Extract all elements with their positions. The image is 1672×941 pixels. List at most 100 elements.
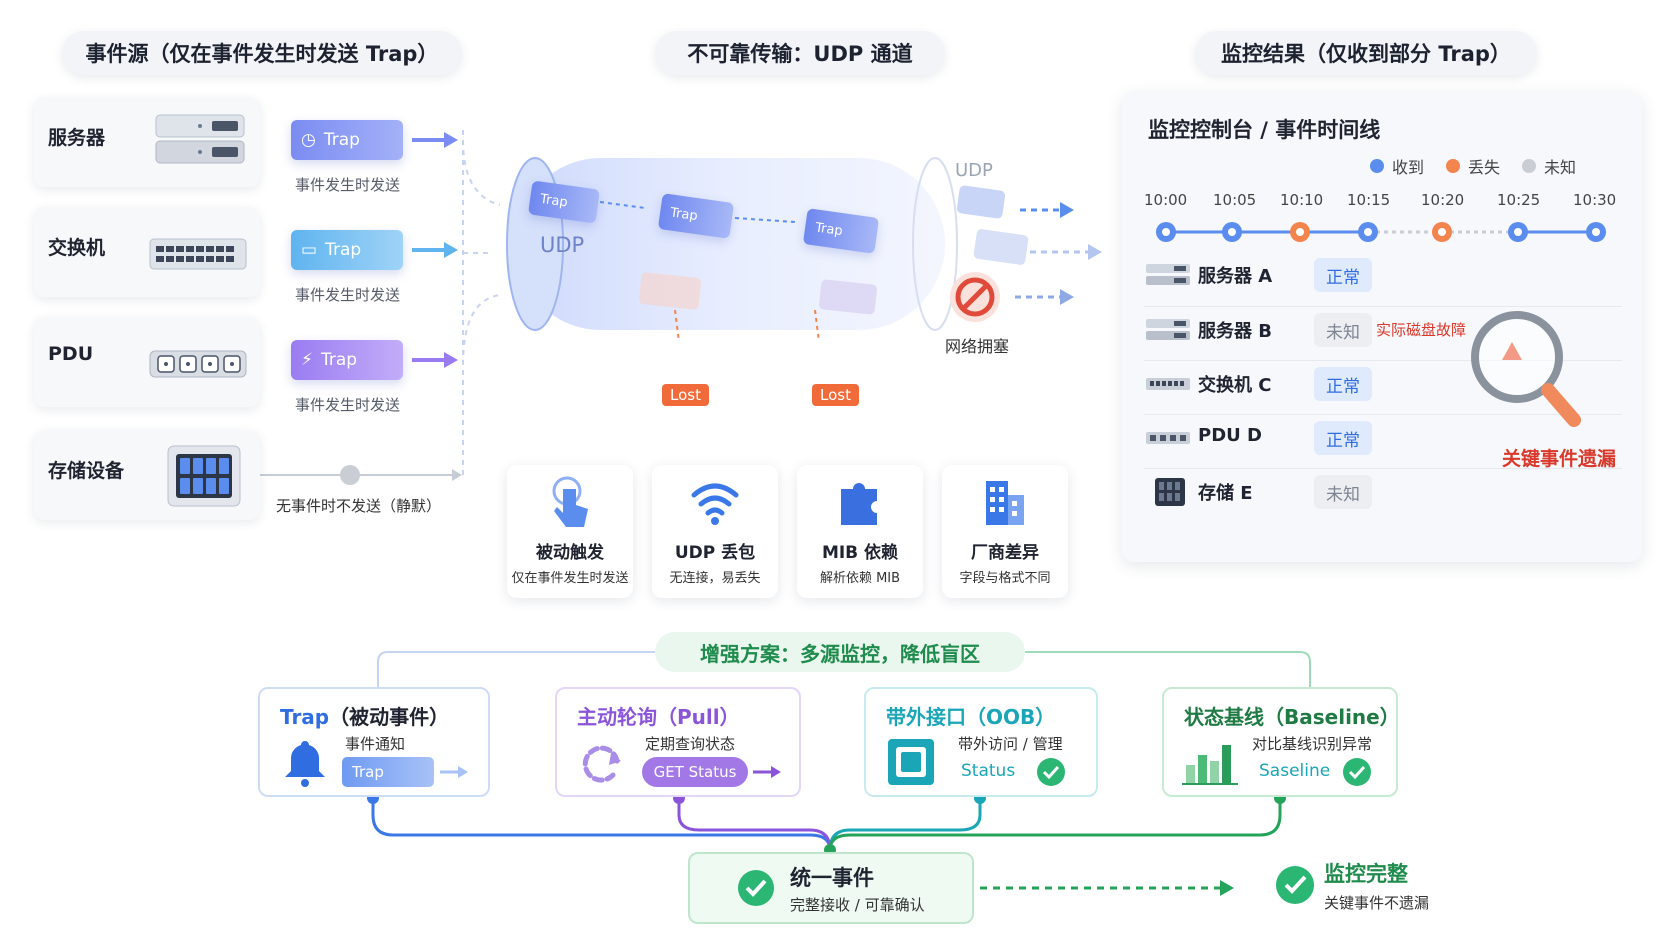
header-transport: 不可靠传输：UDP 通道: [655, 31, 945, 75]
feature-card-passive: 被动触发 仅在事件发生时发送: [507, 465, 633, 598]
trap-chip-server: ◷ Trap: [291, 120, 403, 160]
status-badge: 正常: [1314, 421, 1372, 455]
status-badge: 正常: [1314, 258, 1372, 292]
source-card-storage: 存储设备: [34, 430, 260, 520]
device-name: 交换机 C: [1198, 375, 1272, 396]
check-icon: [1343, 758, 1371, 786]
time-label: 10:25: [1497, 191, 1541, 209]
source-card-switch: 交换机: [34, 207, 260, 297]
faded-packet: [638, 271, 702, 311]
switch-icon: [1146, 378, 1190, 390]
solution-title: 带外接口（OOB）: [886, 705, 1056, 729]
tunnel-label: UDP: [540, 233, 585, 257]
chip-icon: [888, 739, 934, 785]
pdu-icon: [149, 350, 247, 378]
solution-title: Trap（被动事件）: [280, 705, 450, 729]
trap-action-chip: Trap: [342, 757, 434, 787]
time-label: 10:30: [1573, 191, 1617, 209]
timeline-event-dot-center: [1438, 228, 1446, 236]
pdu-icon: [1146, 432, 1190, 444]
solution-sub: 定期查询状态: [645, 735, 736, 753]
timeline-event-dot-center: [1296, 228, 1304, 236]
legend: 收到 丢失 未知: [1370, 154, 1576, 178]
device-name: PDU D: [1198, 425, 1262, 446]
feature-card-vendor: 厂商差异 字段与格式不同: [942, 465, 1068, 598]
monitor-console: 监控控制台 / 事件时间线 收到 丢失 未知 10:00 10:05 10:10…: [1122, 92, 1642, 562]
congestion-label: 网络拥塞: [945, 337, 1010, 356]
source-card-pdu: PDU: [34, 317, 260, 407]
unified-title: 统一事件: [790, 866, 874, 890]
device-name: 服务器 B: [1198, 321, 1272, 342]
feature-title: 被动触发: [536, 543, 604, 563]
legend-item-lost: 丢失: [1446, 154, 1500, 178]
legend-dot: [1370, 159, 1384, 173]
check-icon: [1037, 758, 1065, 786]
check-icon: [1276, 866, 1314, 904]
check-icon: [738, 870, 774, 906]
solution-title: 主动轮询（Pull）: [577, 705, 740, 729]
switch-icon: [149, 238, 247, 270]
trap-chip-switch: ▭ Trap: [291, 230, 403, 270]
trap-chip-label: Trap: [325, 240, 362, 260]
legend-item-unknown: 未知: [1522, 154, 1576, 178]
header-result: 监控结果（仅收到部分 Trap）: [1195, 31, 1537, 75]
solution-sub: 对比基线识别异常: [1252, 735, 1373, 753]
timeline-event-dot-center: [1228, 228, 1236, 236]
monitoring-complete: 监控完整 关键事件不遗漏: [1262, 852, 1462, 924]
refresh-icon: [582, 745, 621, 783]
faded-packet: [818, 279, 878, 315]
feature-sub: 字段与格式不同: [959, 571, 1051, 586]
solution-sub: 带外访问 / 管理: [958, 735, 1063, 753]
feature-sub: 仅在事件发生时发送: [511, 571, 629, 586]
source-label: PDU: [48, 343, 94, 365]
status-badge: 未知: [1314, 313, 1372, 347]
device-row: 交换机 C 正常: [1144, 360, 1622, 407]
arrow-icon: [753, 766, 781, 778]
device-row: PDU D 正常: [1144, 414, 1622, 461]
chip-caption: 事件发生时发送: [295, 396, 401, 414]
timeline-event-dot-center: [1162, 228, 1170, 236]
complete-title: 监控完整: [1324, 862, 1408, 886]
bar-chart-icon: [1182, 745, 1238, 785]
solution-title: 状态基线（Baseline）: [1184, 705, 1400, 729]
building-icon: [986, 481, 1024, 525]
tunnel-exit-label: UDP: [955, 160, 993, 181]
solution-card-oob: 带外接口（OOB） 带外访问 / 管理 Status: [864, 687, 1098, 797]
solution-card-pull: 主动轮询（Pull） 定期查询状态 GET Status: [555, 687, 801, 797]
feature-title: 厂商差异: [971, 543, 1039, 563]
feature-sub: 无连接，易丢失: [669, 571, 761, 586]
server-icon: [155, 114, 245, 164]
header-source: 事件源（仅在事件发生时发送 Trap）: [62, 31, 462, 75]
trap-chip-label: Trap: [323, 130, 360, 150]
monitor-icon: ▭: [301, 240, 318, 260]
solution-sub: 事件通知: [345, 735, 406, 753]
clock-icon: ◷: [301, 130, 316, 150]
source-label: 存储设备: [48, 460, 125, 482]
feature-title: UDP 丢包: [674, 543, 756, 563]
device-name: 服务器 A: [1198, 266, 1273, 287]
feature-card-udp: UDP 丢包 无连接，易丢失: [652, 465, 778, 598]
device-note: 实际磁盘故障: [1376, 321, 1467, 339]
device-row: 服务器 B 未知 实际磁盘故障: [1144, 306, 1622, 353]
congestion-icon: [950, 272, 1000, 322]
bell-icon: [285, 741, 325, 787]
feature-sub: 解析依赖 MIB: [819, 571, 901, 586]
wifi-icon: [691, 483, 739, 525]
chip-arrows: [412, 132, 458, 368]
trap-chip-label: Trap: [320, 350, 358, 370]
solution-banner: 增强方案：多源监控，降低盲区: [655, 632, 1025, 672]
magnifier-icon: [1471, 311, 1581, 427]
legend-dot: [1522, 159, 1537, 173]
server-icon: [1146, 264, 1190, 285]
complete-sub: 关键事件不遗漏: [1324, 894, 1430, 912]
puzzle-icon: [841, 483, 877, 525]
lost-tag: Lost: [812, 384, 859, 406]
time-label: 10:20: [1421, 191, 1465, 209]
feature-card-mib: MIB 依赖 解析依赖 MIB: [797, 465, 923, 598]
get-status-chip: GET Status: [642, 757, 748, 787]
solution-card-trap: Trap（被动事件） 事件通知 Trap: [258, 687, 490, 797]
source-label: 服务器: [48, 127, 106, 149]
status-badge: 正常: [1314, 367, 1372, 401]
lightning-icon: ⚡: [301, 350, 313, 370]
